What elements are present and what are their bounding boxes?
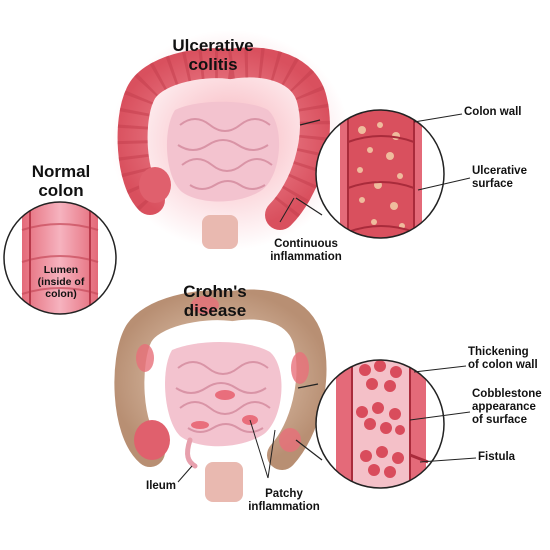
ileum-label: Ileum	[146, 480, 177, 492]
fistula-label: Fistula	[478, 451, 516, 463]
lumen-label: Lumen (inside of colon)	[37, 264, 85, 300]
ulcerative-zoom-circle	[295, 109, 445, 239]
cobblestone-label: Cobblestone appearance of surface	[472, 388, 542, 426]
crohns-colon-figure	[114, 289, 327, 502]
leader-lines	[177, 113, 477, 483]
colon-wall-label: Colon wall	[464, 106, 522, 118]
thickening-label: Thickening of colon wall	[468, 346, 538, 371]
normal-colon-circle	[3, 201, 117, 315]
ulcerative-colon-figure	[110, 30, 350, 250]
ulcerative-surface-label: Ulcerative surface	[472, 165, 527, 190]
ulcerative-colitis-title: Ulcerative colitis	[172, 36, 254, 75]
continuous-inflammation-label: Continuous inflammation	[270, 238, 342, 263]
normal-colon-title: Normal colon	[31, 162, 91, 201]
crohns-zoom-circle	[295, 359, 445, 489]
patchy-inflammation-label: Patchy inflammation	[248, 488, 320, 513]
crohns-disease-title: Crohn's disease	[183, 282, 247, 321]
